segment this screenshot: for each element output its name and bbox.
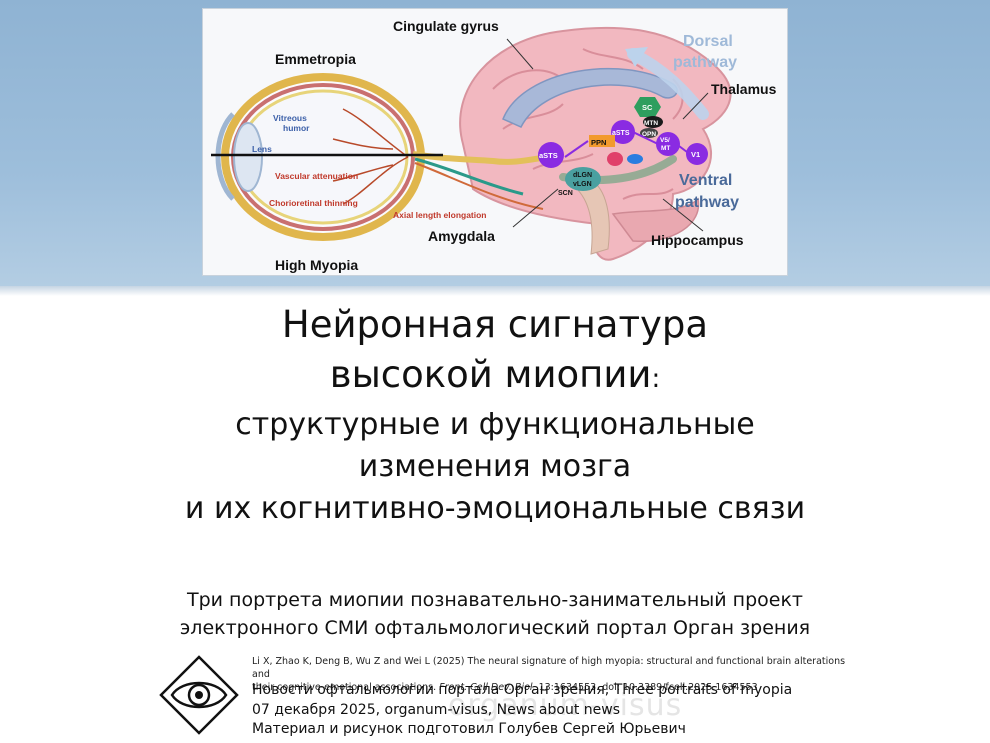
leader-amygdala — [512, 188, 559, 228]
label-scn: SCN — [558, 190, 573, 197]
opn-node — [640, 128, 658, 138]
title-line-2-colon: : — [651, 364, 661, 394]
label-sc: SC — [642, 103, 653, 112]
asts-node-2 — [538, 142, 564, 168]
visual-tract — [414, 157, 524, 196]
retinal-vessels — [332, 108, 409, 205]
label-dorsal-1: Dorsal — [683, 33, 733, 50]
label-v1: V1 — [691, 150, 700, 159]
watermark: organum-visus — [448, 688, 683, 723]
title-line-2-main: высокой миопии — [329, 353, 652, 396]
citation-journal: Front. Cell Dev. Biol. — [439, 682, 536, 693]
title-line-1: Нейронная сигнатура — [281, 303, 709, 346]
cerebellum-shape — [611, 197, 700, 243]
brain-folds — [492, 48, 684, 200]
eye-logo-icon — [159, 655, 239, 735]
label-dorsal-2: pathway — [673, 54, 737, 71]
citation-doi: 13:1634553. doi: 10.3389/fcell.2025.1634… — [535, 682, 758, 693]
dorsal-pathway-arrow — [627, 48, 709, 120]
title-line-3: структурные и функциональные — [235, 407, 755, 442]
label-ventral-1: Ventral — [679, 172, 732, 189]
figure-svg: Cingulate gyrus Dorsal pathway Thalamus … — [211, 18, 777, 273]
label-vitreous-2: humor — [283, 123, 310, 133]
leader-thalamus — [682, 92, 709, 120]
label-asts-1: aSTS — [612, 130, 630, 137]
label-vlgn: vLGN — [573, 181, 592, 188]
v1-node — [686, 143, 708, 165]
news-line-3: Материал и рисунок подготовил Голубев Се… — [252, 721, 686, 737]
news-credits: Новости офтальмологии портала Орган зрен… — [252, 681, 892, 740]
label-mt: MT — [661, 145, 670, 152]
lens-shape — [233, 122, 263, 192]
news-line-2: 07 декабря 2025, organum-visus, News abo… — [252, 701, 621, 718]
label-vitreous-1: Vitreous — [273, 113, 307, 123]
title-line-4: изменения мозга — [358, 449, 632, 484]
citation: Li X, Zhao K, Deng B, Wu Z and Wei L (20… — [252, 655, 852, 694]
label-lens: Lens — [252, 144, 272, 154]
subtitle-line-1: Три портрета миопии познавательно-занима… — [187, 589, 803, 611]
subtitle: Три портрета миопии познавательно-занима… — [0, 586, 990, 642]
label-mtn: MTN — [644, 120, 658, 127]
asts-node-1 — [611, 120, 635, 144]
label-chorioretinal-thinning: Chorioretinal thinning — [269, 198, 358, 208]
label-amygdala: Amygdala — [428, 228, 495, 244]
optic-nerve — [412, 151, 549, 165]
label-opn: OPN — [642, 131, 656, 138]
ppn-node — [589, 135, 615, 147]
label-emmetropia: Emmetropia — [275, 51, 356, 67]
visual-tract-2 — [414, 162, 544, 210]
citation-line-2: their cognitive-emotional associations. … — [252, 681, 852, 694]
label-ventral-2: pathway — [675, 194, 739, 211]
title-line-5: и их когнитивно-эмоциональные связи — [184, 491, 806, 526]
label-high-myopia: High Myopia — [275, 257, 358, 273]
citation-text: their cognitive-emotional associations. — [252, 682, 440, 693]
mtn-node — [643, 116, 663, 128]
red-node — [607, 152, 623, 166]
citation-line-1: Li X, Zhao K, Deng B, Wu Z and Wei L (20… — [252, 656, 846, 680]
label-thalamus: Thalamus — [711, 81, 777, 97]
leader-cingulate — [506, 38, 534, 70]
node-links — [564, 131, 688, 158]
brainstem-shape — [574, 178, 610, 255]
label-hippocampus: Hippocampus — [651, 232, 744, 248]
title-block: Нейронная сигнатура высокой миопии: стру… — [0, 300, 990, 530]
label-axial-length: Axial length elongation — [393, 210, 487, 220]
leader-hippocampus — [662, 198, 704, 232]
label-asts-2: aSTS — [539, 151, 558, 160]
cornea — [215, 112, 235, 201]
lgn-node — [565, 167, 601, 191]
dorsal-arrowhead — [625, 47, 648, 67]
news-line-1: Новости офтальмологии портала Орган зрен… — [252, 682, 793, 698]
v5mt-node — [656, 132, 680, 156]
cingulate-gyrus-shape — [502, 67, 678, 128]
label-vascular-attenuation: Vascular attenuation — [275, 171, 358, 181]
sc-node — [634, 97, 661, 117]
subtitle-line-2: электронного СМИ офтальмологический порт… — [179, 617, 811, 639]
brain-eye-figure: Cingulate gyrus Dorsal pathway Thalamus … — [202, 8, 788, 276]
label-v5: V5/ — [660, 137, 670, 144]
title-line-2: высокой миопии: — [0, 350, 990, 404]
label-dlgn: dLGN — [573, 172, 592, 179]
blue-node — [627, 154, 643, 164]
label-ppn: PPN — [591, 138, 606, 147]
label-cingulate-gyrus: Cingulate gyrus — [393, 18, 499, 34]
